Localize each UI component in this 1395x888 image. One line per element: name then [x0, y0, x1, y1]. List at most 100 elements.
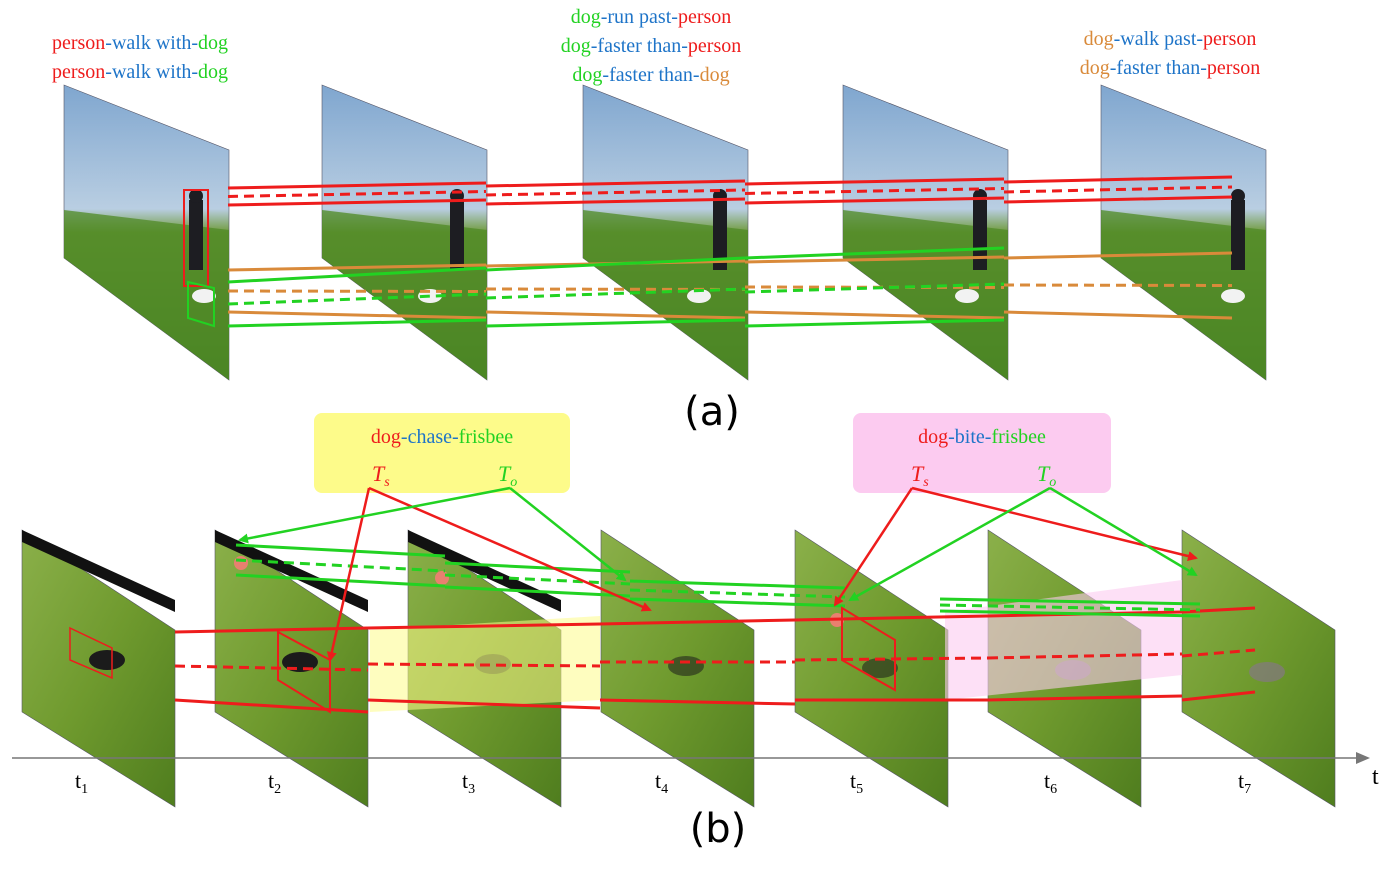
person-figure [973, 200, 987, 270]
dog-bbox [187, 280, 215, 328]
person-figure [713, 200, 727, 270]
tube-edge [227, 263, 487, 272]
frame-a-2 [321, 84, 488, 381]
frame-b-5 [794, 529, 949, 808]
relation-word: person [1203, 28, 1256, 50]
relation-word: -faster than- [591, 35, 688, 57]
time-label-base: t [1238, 768, 1244, 793]
panel-b-caption: (b) [690, 806, 747, 852]
dog-figure [687, 289, 711, 303]
symbol-base: T [372, 461, 386, 486]
relation-word: dog [571, 6, 601, 28]
tube-dashed-edge [987, 652, 1183, 660]
tube-edge [444, 561, 631, 574]
tube-edge [485, 197, 746, 206]
dog2-tube [485, 256, 746, 328]
trajectory-arrow [833, 487, 914, 607]
tube-edge [1003, 251, 1233, 260]
dog-tube [599, 618, 796, 706]
relation-label: person-walk with-dog [52, 61, 228, 83]
tube-edge [485, 179, 746, 188]
time-label-6: t6 [1044, 768, 1057, 797]
relation-word: dog [198, 32, 228, 54]
grass-hill [322, 210, 487, 380]
relation-word: person [678, 6, 731, 28]
dog-figure [1249, 662, 1285, 682]
time-label-base: t [1044, 768, 1050, 793]
relation-word: -faster than- [602, 64, 699, 86]
tube-dashed-edge [1003, 283, 1233, 287]
sky-strip [215, 530, 368, 612]
person-head [1231, 189, 1245, 203]
frame-b-7 [1181, 529, 1336, 808]
person-tube [1003, 175, 1233, 204]
dog2-tube [227, 266, 487, 328]
relation-triplet: dog-bite-frisbee [918, 426, 1046, 448]
person-tube [744, 177, 1005, 205]
grass-hill [583, 210, 748, 380]
trajectory-arrow [848, 486, 1051, 602]
symbol-sub: o [510, 475, 517, 490]
trajectory-arrow [1049, 486, 1198, 577]
relation-word: dog [700, 64, 730, 86]
dog-figure [89, 650, 125, 670]
dog-tube [1181, 606, 1256, 702]
frisbee-figure [435, 571, 449, 585]
tube-edge [235, 573, 446, 588]
frame-a-3 [582, 84, 749, 381]
relation-word: dog [918, 426, 948, 448]
relation-label: person-walk with-dog [52, 32, 228, 54]
frisbee-tube [444, 561, 631, 598]
tube-edge [744, 246, 1005, 260]
time-label-base: t [850, 768, 856, 793]
time-label-sub: 1 [81, 782, 88, 797]
relation-word: dog [371, 426, 401, 448]
time-label-base: t [75, 768, 81, 793]
symbol-sub: s [384, 475, 390, 490]
relation-triplet: dog-chase-frisbee [371, 426, 513, 448]
relation-word: -walk past- [1114, 28, 1203, 50]
tube-edge [744, 318, 1005, 328]
relation-word: -run past- [601, 6, 678, 28]
person-head [189, 189, 203, 203]
person-tube [227, 181, 487, 207]
tube-dashed-edge [1181, 648, 1256, 658]
tube-dashed-edge [227, 190, 487, 198]
person-figure [450, 200, 464, 270]
tube-edge [1181, 690, 1256, 702]
relation-word: -chase- [401, 426, 459, 448]
dog2-tube [744, 246, 1005, 328]
time-axis: t [12, 752, 1379, 790]
relation-box-bg [314, 413, 570, 493]
tube-dashed-edge [794, 656, 989, 662]
tube-dashed-edge [1003, 185, 1233, 194]
frame-a-5 [1100, 84, 1267, 381]
tube-dashed-edge [744, 187, 1005, 195]
tube-edge [599, 618, 796, 626]
time-label-sub: 4 [661, 782, 668, 797]
relation-word: -walk with- [105, 61, 198, 83]
relation-label: dog-faster than-person [1080, 57, 1261, 79]
time-label-sub: 6 [1050, 782, 1057, 797]
relation-word: -walk with- [105, 32, 198, 54]
symbol-base: T [498, 461, 512, 486]
relation-word: frisbee [459, 426, 514, 448]
panel-a-caption: (a) [684, 389, 740, 435]
tube-edge [485, 256, 746, 272]
time-label-5: t5 [850, 768, 863, 797]
tube-edge [227, 310, 487, 320]
grass-hill [64, 210, 229, 380]
tube-edge [1003, 175, 1233, 184]
symbol-base: T [1037, 461, 1051, 486]
subject-symbol: Ts [911, 461, 929, 490]
tube-edge [629, 597, 846, 608]
tube-edge [1003, 310, 1233, 320]
dog-tube [367, 622, 601, 710]
time-label-base: t [462, 768, 468, 793]
tube-edge [485, 310, 746, 320]
time-label-7: t7 [1238, 768, 1251, 797]
